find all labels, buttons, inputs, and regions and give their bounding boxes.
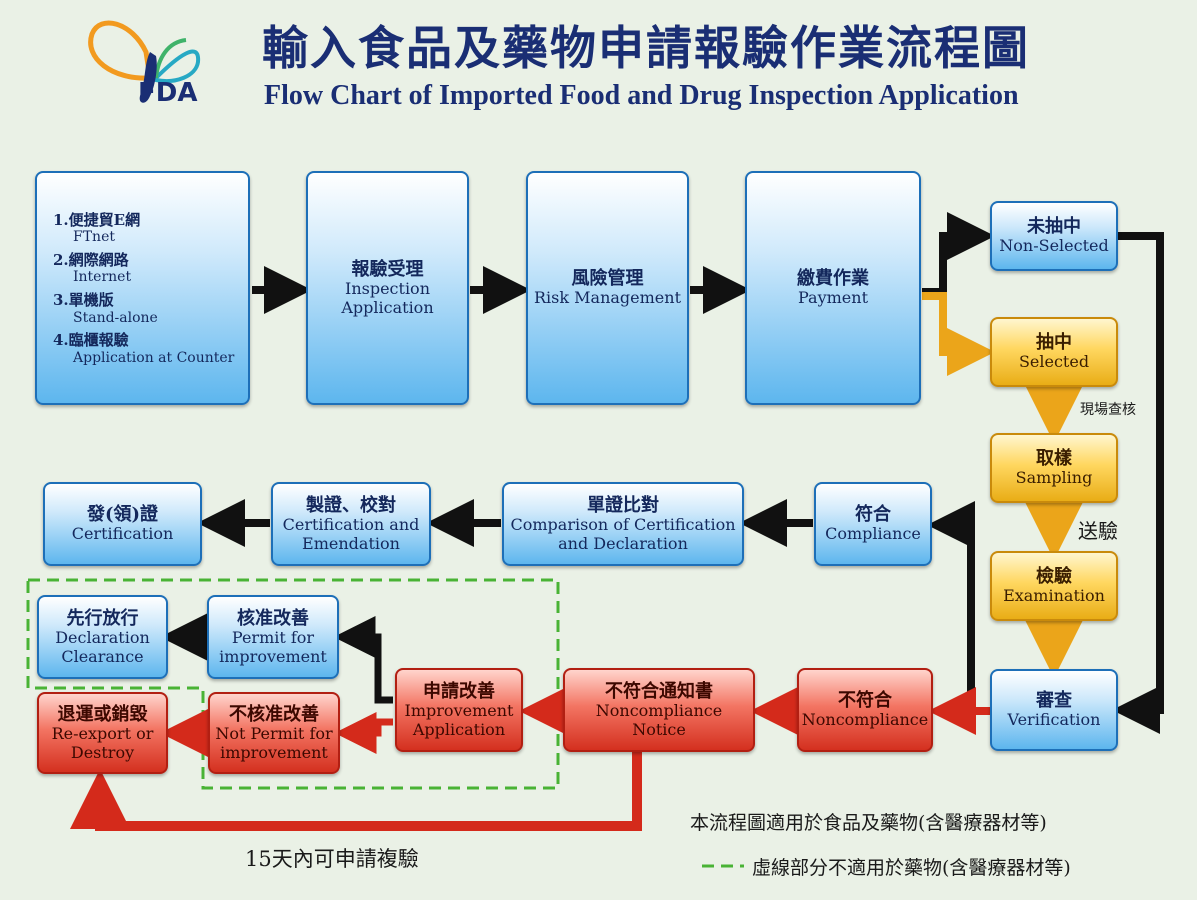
- node-examination: 檢驗 Examination: [990, 551, 1118, 621]
- note-dashed-area: 虛線部分不適用於藥物(含醫療器材等): [752, 857, 1071, 879]
- arrow-payment-to-nonselected: [922, 212, 995, 296]
- arrow-payment-to-selected: [922, 292, 995, 376]
- node-payment-en: Payment: [798, 288, 868, 308]
- node-verification-en: Verification: [1007, 710, 1101, 730]
- channel-2-en: Internet: [73, 269, 132, 286]
- node-noncompliance-en: Noncompliance: [801, 710, 929, 730]
- node-permit-zh: 核准改善: [237, 607, 309, 629]
- label-onsite-check: 現場查核: [1080, 402, 1136, 418]
- node-clearance-zh: 先行放行: [66, 607, 139, 629]
- node-sampling-en: Sampling: [1015, 468, 1093, 488]
- node-compliance-zh: 符合: [855, 503, 891, 525]
- channel-3-en: Stand-alone: [73, 309, 158, 326]
- node-risk-management: 風險管理 Risk Management: [526, 171, 689, 405]
- application-channels-box: 1.便捷貿E網 FTnet 2.網際網路 Internet 3.單機版 Stan…: [35, 171, 250, 405]
- node-payment: 繳費作業 Payment: [745, 171, 921, 405]
- node-notice-zh: 不符合通知書: [605, 680, 713, 702]
- node-comparison-zh: 單證比對: [587, 494, 659, 516]
- node-inspection-en1: Inspection: [345, 278, 430, 298]
- node-reexport-zh: 退運或銷毀: [57, 703, 148, 725]
- channel-4-zh: 4.臨櫃報驗: [53, 331, 129, 350]
- node-permit-en2: improvement: [219, 646, 327, 666]
- node-improvement-en2: Application: [412, 719, 506, 739]
- node-clearance-en2: Clearance: [61, 646, 144, 666]
- fda-logo-text: FDA: [138, 78, 198, 108]
- channel-3-zh: 3.單機版: [53, 291, 114, 309]
- node-examination-zh: 檢驗: [1036, 565, 1072, 587]
- arrow-improvement-to-notpermit: [334, 712, 393, 754]
- node-verification-zh: 審查: [1036, 689, 1072, 711]
- node-risk-en: Risk Management: [533, 288, 681, 308]
- node-inspection-zh: 報驗受理: [351, 258, 424, 280]
- node-selected: 抽中 Selected: [990, 317, 1118, 387]
- node-inspection-en2: Application: [341, 297, 434, 317]
- node-reexport-en2: Destroy: [70, 742, 135, 762]
- node-selected-zh: 抽中: [1036, 331, 1072, 353]
- node-risk-zh: 風險管理: [571, 267, 644, 289]
- node-improvement-zh: 申請改善: [423, 680, 495, 702]
- arrow-nonselected-to-verification: [1112, 232, 1164, 734]
- node-permit-improvement: 核准改善 Permit for improvement: [207, 595, 339, 679]
- node-declaration-clearance: 先行放行 Declaration Clearance: [37, 595, 168, 679]
- butterfly-taiwan-logo-icon: [88, 20, 201, 103]
- node-issuecert-zh: 發(領)證: [86, 503, 159, 525]
- dashed-region-outline: [26, 578, 560, 790]
- node-noncompliance-notice: 不符合通知書 Noncompliance Notice: [563, 668, 755, 752]
- node-certemend-en1: Certification and: [282, 514, 420, 534]
- node-certification-emendation: 製證、校對 Certification and Emendation: [271, 482, 431, 566]
- label-reinspection: 15天內可申請複驗: [245, 847, 419, 871]
- node-notpermit-zh: 不核准改善: [229, 703, 319, 725]
- node-noncompliance-zh: 不符合: [838, 689, 892, 711]
- node-nonselected-en: Non-Selected: [999, 236, 1109, 256]
- node-examination-en: Examination: [1003, 586, 1105, 606]
- arrow-verification-to-compliance: [927, 501, 990, 715]
- page-title-zh: 輸入食品及藥物申請報驗作業流程圖: [262, 21, 1030, 75]
- node-nonselected-zh: 未抽中: [1027, 215, 1081, 237]
- node-improvement-en1: Improvement: [404, 700, 514, 720]
- node-selected-en: Selected: [1018, 352, 1090, 372]
- label-send-exam: 送驗: [1078, 519, 1118, 543]
- node-notice-en1: Noncompliance: [595, 700, 723, 720]
- page-title-en: Flow Chart of Imported Food and Drug Ins…: [264, 80, 1019, 111]
- arrow-improvement-to-permit: [333, 616, 393, 704]
- node-permit-en1: Permit for: [231, 627, 315, 647]
- node-noncompliance: 不符合 Noncompliance: [797, 668, 933, 752]
- channel-2-zh: 2.網際網路: [53, 250, 129, 269]
- note-scope: 本流程圖適用於食品及藥物(含醫療器材等): [690, 812, 1047, 834]
- channel-4-en: Application at Counter: [73, 349, 235, 366]
- node-reexport-en1: Re-export or: [51, 723, 154, 743]
- channel-1-zh: 1.便捷貿E網: [53, 210, 141, 229]
- node-reexport-destroy: 退運或銷毀 Re-export or Destroy: [37, 692, 168, 774]
- node-notpermit-en1: Not Permit for: [215, 723, 333, 743]
- node-certemend-en2: Emendation: [302, 533, 400, 553]
- node-comparison-en1: Comparison of Certification: [510, 514, 736, 534]
- node-comparison-en2: and Declaration: [558, 533, 688, 553]
- node-clearance-en1: Declaration: [55, 627, 150, 647]
- node-inspection-application: 報驗受理 Inspection Application: [306, 171, 469, 405]
- arrow-notice-to-reexport-loop: [70, 752, 642, 831]
- node-improvement-application: 申請改善 Improvement Application: [395, 668, 523, 752]
- node-compliance: 符合 Compliance: [814, 482, 932, 566]
- channel-1-en: FTnet: [73, 229, 115, 246]
- node-certemend-zh: 製證、校對: [306, 494, 396, 516]
- node-notpermit-en2: improvement: [220, 742, 328, 762]
- node-issuecert-en: Certification: [71, 524, 174, 544]
- node-sampling-zh: 取樣: [1036, 447, 1072, 469]
- node-issue-certification: 發(領)證 Certification: [43, 482, 202, 566]
- node-verification: 審查 Verification: [990, 669, 1118, 751]
- node-compliance-en: Compliance: [825, 524, 921, 544]
- node-not-permit-improvement: 不核准改善 Not Permit for improvement: [208, 692, 340, 774]
- node-sampling: 取樣 Sampling: [990, 433, 1118, 503]
- node-comparison: 單證比對 Comparison of Certification and Dec…: [502, 482, 744, 566]
- node-payment-zh: 繳費作業: [797, 267, 869, 289]
- node-non-selected: 未抽中 Non-Selected: [990, 201, 1118, 271]
- node-notice-en2: Notice: [632, 719, 686, 739]
